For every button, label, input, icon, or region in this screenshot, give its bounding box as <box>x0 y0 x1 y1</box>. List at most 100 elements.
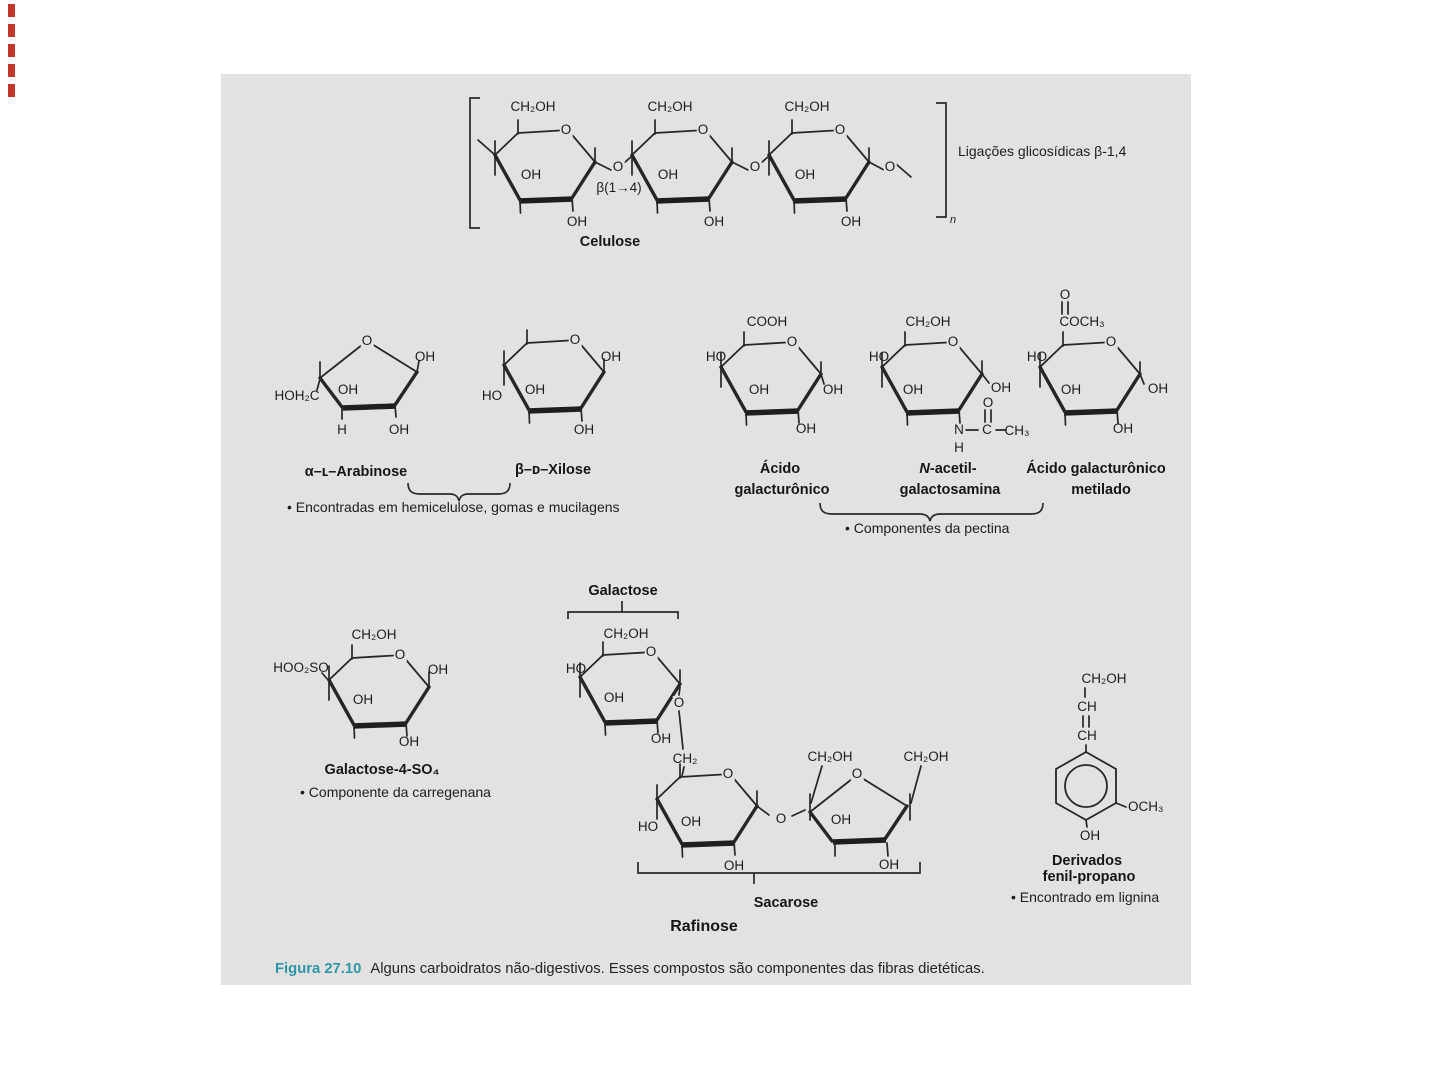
atom-label: O <box>360 333 374 348</box>
structure-name-derivados-line2: fenil-propano <box>1042 869 1136 885</box>
atom-label: H <box>954 440 964 455</box>
celulose-structure <box>469 97 947 229</box>
atom-label: OH <box>600 349 622 364</box>
atom-label: OH <box>703 214 725 229</box>
bond-label: β(1→4) <box>596 180 642 195</box>
structure-name-celulose: Celulose <box>579 234 641 250</box>
figure-caption-text: Alguns carboidratos não-digestivos. Esse… <box>370 961 985 977</box>
atom-label: O <box>644 644 658 659</box>
atom-label: COOH <box>746 314 788 329</box>
structure-name-nacetil-line2: galactosamina <box>899 482 1001 498</box>
figure-number: Figura 27.10 <box>275 961 362 977</box>
atom-label: CH₂OH <box>646 99 694 114</box>
atom-label: O <box>393 647 407 662</box>
atom-label: O <box>883 159 897 174</box>
sacarose-label: Sacarose <box>753 895 819 911</box>
atom-label: OH <box>427 662 449 677</box>
atom-label: OH <box>352 692 374 707</box>
fenil-propano-structure <box>1055 687 1127 828</box>
rafinose-galactose-label: Galactose <box>588 583 658 599</box>
acido-galacturonico-structure <box>721 332 825 425</box>
atom-label: O <box>785 334 799 349</box>
atom-label: O <box>982 395 994 410</box>
atom-label: OH <box>603 690 625 705</box>
atom-label: OH <box>830 812 852 827</box>
structure-name-arabinose: α–ʟ–Arabinose <box>304 464 408 480</box>
nacetil-rest: -acetil- <box>929 461 977 477</box>
atom-label: HO <box>637 819 659 834</box>
red-mark <box>8 84 15 97</box>
atom-label: CH₂OH <box>509 99 557 114</box>
atom-label: O <box>721 766 735 781</box>
rafinose-structure <box>567 601 922 884</box>
galactose-4-so4-structure <box>321 645 429 738</box>
atom-label: OCH₃ <box>1128 799 1164 814</box>
atom-label: HO <box>868 349 890 364</box>
atom-label: OH <box>990 380 1012 395</box>
atom-label: HOO₂SO <box>273 660 329 675</box>
atom-label: CH₂OH <box>351 627 397 642</box>
atom-label: CH₂ <box>672 751 698 766</box>
atom-label: H <box>337 422 347 437</box>
atom-label: OH <box>795 421 817 436</box>
atom-label: CH₂OH <box>903 749 949 764</box>
structure-name-acido-line2: galacturônico <box>734 482 830 498</box>
atom-label: O <box>833 122 847 137</box>
structure-name-derivados-line1: Derivados <box>1051 853 1123 869</box>
scanned-page-background <box>221 74 1191 985</box>
atom-label: HOH₂C <box>274 388 320 403</box>
atom-label: OH <box>1112 421 1134 436</box>
atom-label: OH <box>657 167 679 182</box>
atom-label: O <box>774 811 788 826</box>
atom-label: OH <box>337 382 359 397</box>
structure-name-nacetil-line1: N-acetil- <box>919 461 976 477</box>
atom-label: C <box>982 422 992 437</box>
atom-label: O <box>559 122 573 137</box>
atom-label: O <box>1104 334 1118 349</box>
atom-label: HO <box>481 388 503 403</box>
atom-label: HO <box>1026 349 1048 364</box>
atom-label: OH <box>1147 381 1169 396</box>
linkage-note: Ligações glicosídicas β-1,4 <box>958 143 1127 159</box>
atom-label: OH <box>573 422 595 437</box>
repeat-subscript: n <box>949 214 957 226</box>
structure-name-galactose4so4: Galactose-4-SO₄ <box>324 762 440 778</box>
atom-label: OH <box>398 734 420 749</box>
xilose-structure <box>504 330 604 423</box>
underbraces <box>407 482 1044 522</box>
structure-name-acido-line1: Ácido <box>759 461 801 477</box>
italic-n: N <box>919 461 930 477</box>
atom-label: O <box>1059 287 1071 302</box>
atom-label: CH <box>1077 699 1097 714</box>
lignina-note: • Encontrado em lignina <box>1011 889 1160 905</box>
atom-label: CH₂OH <box>1081 671 1127 686</box>
atom-label: CH₂OH <box>783 99 831 114</box>
atom-label: OH <box>520 167 542 182</box>
pectina-note: • Componentes da pectina <box>845 520 1010 536</box>
atom-label: CH₃ <box>1004 423 1030 438</box>
atom-label: OH <box>902 382 924 397</box>
n-acetil-galactosamina-structure <box>882 332 1007 431</box>
atom-label: OH <box>840 214 862 229</box>
red-mark <box>8 44 15 57</box>
atom-label: OH <box>650 731 672 746</box>
atom-label: CH₂OH <box>807 749 853 764</box>
atom-label: N <box>954 422 964 437</box>
atom-label: O <box>611 159 625 174</box>
atom-label: OH <box>822 382 844 397</box>
hemicelulose-note: • Encontradas em hemicelulose, gomas e m… <box>287 499 620 515</box>
structure-name-metilado-line1: Ácido galacturônico <box>1026 461 1166 477</box>
atom-label: O <box>946 334 960 349</box>
structure-name-metilado-line2: metilado <box>1071 482 1131 498</box>
atom-label: O <box>748 159 762 174</box>
red-mark <box>8 4 15 17</box>
carregenana-note: • Componente da carregenana <box>300 784 491 800</box>
structure-name-rafinose: Rafinose <box>670 918 738 935</box>
atom-label: O <box>696 122 710 137</box>
atom-label: O <box>850 766 864 781</box>
atom-label: O <box>568 332 582 347</box>
atom-label: OH <box>878 857 900 872</box>
atom-label: CH <box>1077 728 1097 743</box>
